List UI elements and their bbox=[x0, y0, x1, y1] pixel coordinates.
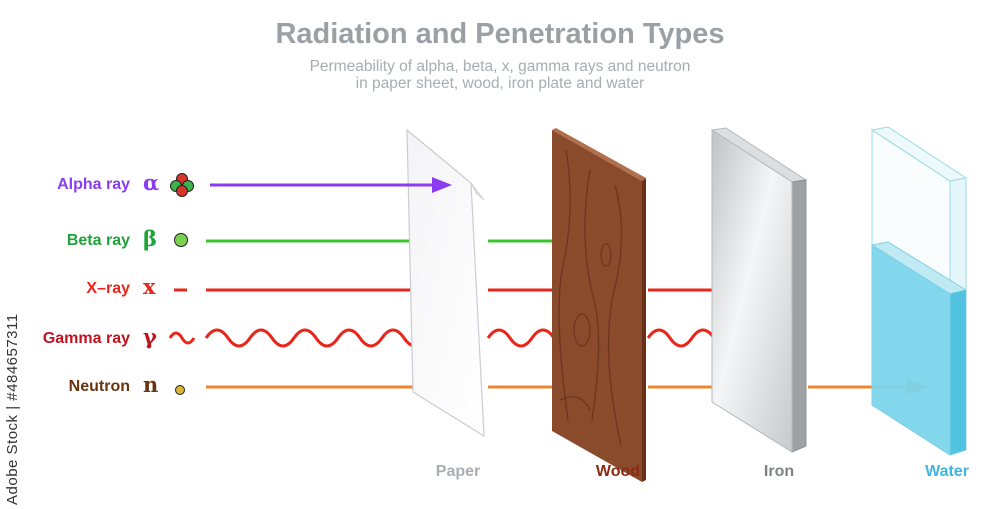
paper-sheet bbox=[406, 128, 485, 438]
material-label-water: Water bbox=[925, 463, 969, 480]
alpha-arrowhead bbox=[432, 177, 452, 193]
page-title: Radiation and Penetration Types bbox=[275, 18, 725, 50]
gamma-wave bbox=[168, 331, 196, 345]
ray-label-beta: Beta ray bbox=[66, 232, 130, 249]
water-tank bbox=[870, 126, 968, 456]
ray-label-alpha: Alpha ray bbox=[57, 176, 130, 193]
wood-plank bbox=[552, 128, 646, 482]
subtitle-line-1: Permeability of alpha, beta, x, gamma ra… bbox=[309, 58, 691, 75]
ray-symbol-xray: x bbox=[143, 274, 156, 299]
ray-symbol-alpha: α bbox=[143, 170, 160, 195]
subtitle-line-2: in paper sheet, wood, iron plate and wat… bbox=[355, 75, 645, 92]
gamma-wave bbox=[204, 328, 442, 348]
ray-symbol-beta: β bbox=[143, 226, 157, 251]
material-label-iron: Iron bbox=[763, 463, 795, 480]
ray-label-xray: X–ray bbox=[86, 280, 130, 297]
alpha-particle-icon bbox=[170, 173, 194, 197]
beta-particle-icon bbox=[174, 233, 188, 247]
watermark: Adobe Stock | #484657311 bbox=[4, 313, 21, 505]
ray-symbol-neutron: n bbox=[143, 372, 159, 397]
material-label-paper: Paper bbox=[435, 463, 481, 480]
ray-symbol-gamma: γ bbox=[143, 324, 157, 349]
ray-label-neutron: Neutron bbox=[68, 378, 130, 395]
material-label-wood: Wood bbox=[595, 463, 641, 480]
ray-label-gamma: Gamma ray bbox=[42, 330, 130, 347]
neutron-particle-icon bbox=[175, 385, 185, 395]
iron-plate bbox=[710, 127, 808, 453]
